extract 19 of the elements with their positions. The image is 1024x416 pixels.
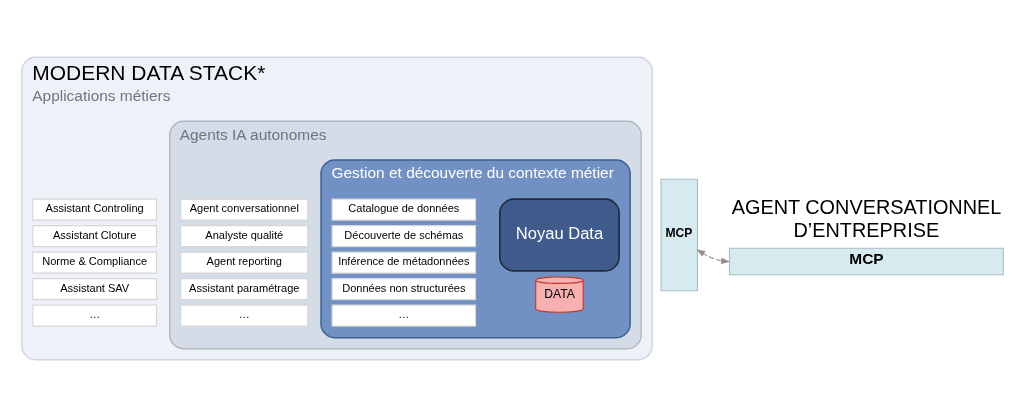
node-box: …: [32, 304, 158, 327]
node-box: Données non structurées: [331, 277, 477, 300]
node-box: Assistant SAV: [32, 277, 158, 300]
node-box: Découverte de schémas: [331, 224, 477, 247]
node-box: Agent reporting: [180, 251, 309, 274]
node-box: Analyste qualité: [180, 224, 309, 247]
node-box: Assistant Controling: [32, 198, 158, 221]
node-box: Catalogue de données: [331, 198, 477, 221]
arrow: [696, 248, 731, 264]
node-box: MCP: [660, 178, 699, 291]
node-box: Assistant paramétrage: [180, 277, 309, 300]
node-label: AGENT CONVERSATIONNEL D’ENTREPRISE: [731, 195, 1002, 241]
node-box: Noyau Data: [499, 197, 620, 272]
node-box: Agent conversationnel: [180, 198, 309, 221]
node-box: Norme & Compliance: [32, 251, 158, 274]
node-box: …: [180, 304, 309, 327]
node-box: Inférence de métadonnées: [331, 251, 477, 274]
node-box: …: [331, 304, 477, 327]
node-box: Assistant Cloture: [32, 224, 158, 247]
